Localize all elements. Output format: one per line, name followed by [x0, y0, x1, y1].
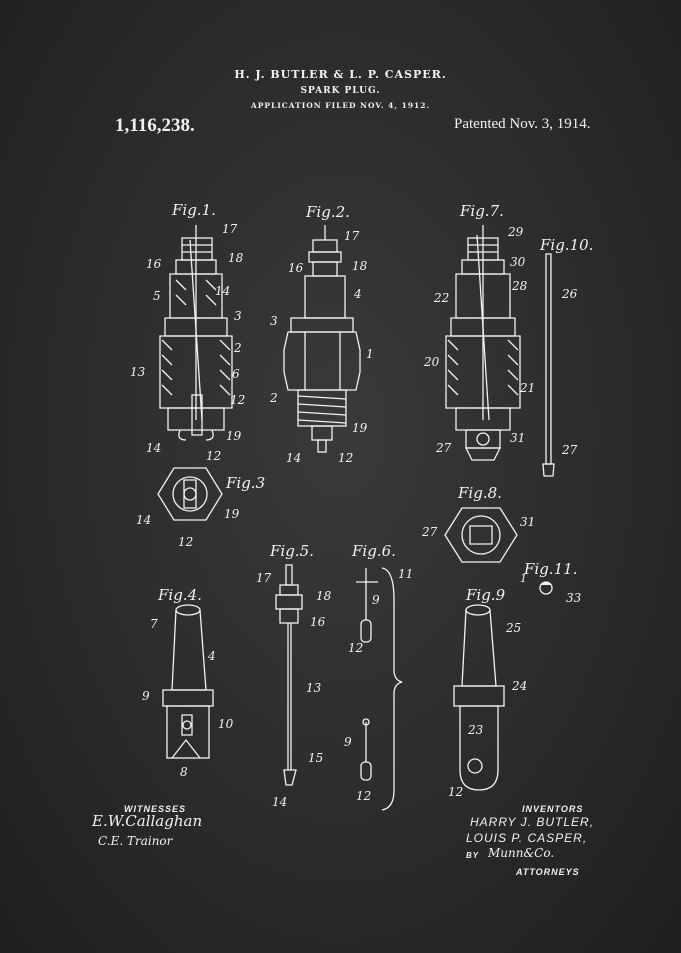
fig7-ref-31: 31: [510, 431, 525, 445]
patent-title: SPARK PLUG.: [300, 86, 381, 96]
patent-number: 1,116,238.: [115, 115, 195, 136]
fig-3-label: Fig.3: [225, 474, 265, 492]
fig11-ref-1: 1: [520, 572, 527, 585]
fig6-ref-11: 11: [398, 567, 413, 581]
patent-inventors-line: H. J. BUTLER & L. P. CASPER.: [234, 68, 447, 81]
fig10-ref-26: 26: [561, 287, 578, 301]
witness-signature-2: C.E. Trainor: [98, 834, 173, 848]
fig2-ref-17: 17: [344, 229, 360, 243]
fig-4-drawing: Fig.4. 7 4 9 10 8: [142, 586, 234, 779]
fig2-ref-12: 12: [338, 451, 353, 465]
fig1-ref-5: 5: [153, 289, 161, 303]
fig5-ref-17: 17: [256, 571, 272, 585]
fig7-ref-21: 21: [519, 381, 535, 395]
fig4-ref-8: 8: [180, 765, 188, 779]
fig-3-drawing: Fig.3 14 19 12: [136, 467, 265, 549]
inventors-label: INVENTORS: [522, 804, 584, 814]
fig5-ref-13: 13: [306, 681, 322, 695]
fig-8-label: Fig.8.: [457, 484, 502, 502]
fig-1-drawing: Fig.1. 17 18 16 5 14 3 2 6 13 12 19 14 1…: [130, 201, 245, 463]
fig5-ref-14: 14: [272, 795, 287, 809]
fig6-ref-12b: 12: [356, 789, 371, 803]
fig2-ref-4: 4: [353, 287, 362, 301]
fig3-ref-14: 14: [136, 513, 151, 527]
fig1-ref-16: 16: [146, 257, 162, 271]
fig3-ref-12: 12: [178, 535, 193, 549]
fig-7-drawing: Fig.7. 29 30 28 22 20 21 27 31: [423, 202, 535, 461]
fig2-ref-2: 2: [269, 391, 278, 405]
fig8-ref-27: 27: [421, 525, 438, 539]
fig5-ref-16: 16: [310, 615, 326, 629]
fig-6-label: Fig.6.: [351, 542, 396, 560]
fig-9-drawing: Fig.9 25 24 23 12: [448, 586, 527, 799]
fig6-ref-12: 12: [348, 641, 363, 655]
fig4-ref-9: 9: [142, 689, 150, 703]
fig-4-label: Fig.4.: [157, 586, 202, 604]
fig-2-label: Fig.2.: [305, 203, 350, 221]
fig4-ref-7: 7: [150, 617, 158, 631]
fig1-ref-3: 3: [234, 309, 242, 323]
fig1-ref-17: 17: [222, 222, 238, 236]
fig-5-drawing: Fig.5. 17 18 16 13 15 14: [256, 542, 332, 809]
application-filed: APPLICATION FILED NOV. 4, 1912.: [250, 101, 431, 110]
fig4-ref-10: 10: [218, 717, 234, 731]
fig-8-drawing: Fig.8. 27 31: [421, 484, 535, 563]
fig2-ref-18: 18: [352, 259, 368, 273]
fig4-ref-4: 4: [207, 649, 216, 663]
fig1-ref-13: 13: [130, 365, 146, 379]
attorney-signature: Munn&Co.: [488, 846, 555, 860]
fig-1-label: Fig.1.: [171, 201, 216, 219]
fig6-ref-9: 9: [372, 593, 380, 607]
fig7-ref-29: 29: [507, 225, 524, 239]
fig7-ref-27: 27: [435, 441, 452, 455]
fig-10-label: Fig.10.: [539, 236, 593, 254]
attorneys-label: ATTORNEYS: [516, 867, 580, 877]
by-label: BY: [466, 851, 480, 860]
fig-5-label: Fig.5.: [269, 542, 314, 560]
witnesses-label: WITNESSES: [124, 804, 187, 814]
fig1-ref-12: 12: [230, 393, 245, 407]
fig7-ref-20: 20: [423, 355, 440, 369]
fig-9-label: Fig.9: [465, 586, 506, 604]
fig11-ref-33: 33: [566, 591, 582, 605]
fig1-ref-14b: 14: [146, 441, 161, 455]
fig1-ref-12b: 12: [206, 449, 221, 463]
fig5-ref-15: 15: [308, 751, 323, 765]
fig2-ref-14: 14: [286, 451, 301, 465]
fig1-ref-14: 14: [215, 284, 230, 298]
fig5-ref-18: 18: [316, 589, 332, 603]
fig2-ref-1: 1: [366, 347, 374, 361]
fig-11-drawing: Fig.11. 1 33: [520, 560, 582, 605]
fig2-ref-16: 16: [288, 261, 304, 275]
fig-6-drawing: Fig.6. 11 9 12 9 12: [344, 542, 413, 811]
fig1-ref-18: 18: [228, 251, 244, 265]
fig6-ref-9b: 9: [344, 735, 352, 749]
fig1-ref-19: 19: [226, 429, 242, 443]
fig8-ref-31: 31: [520, 515, 535, 529]
fig-11-label: Fig.11.: [523, 560, 577, 578]
fig2-ref-19: 19: [352, 421, 368, 435]
fig7-ref-22: 22: [433, 291, 449, 305]
inventor-signature-1: HARRY J. BUTLER,: [470, 815, 595, 829]
fig3-ref-19: 19: [224, 507, 240, 521]
patent-date: Patented Nov. 3, 1914.: [454, 116, 591, 132]
fig7-ref-30: 30: [510, 255, 526, 269]
fig9-ref-25: 25: [505, 621, 521, 635]
fig-2-drawing: Fig.2. 17 18 16 4 3 1 2 19 14 12: [269, 203, 374, 465]
fig-7-label: Fig.7.: [459, 202, 504, 220]
fig10-ref-27: 27: [561, 443, 578, 457]
fig7-ref-28: 28: [511, 279, 528, 293]
inventor-signature-2: LOUIS P. CASPER,: [466, 831, 588, 845]
fig9-ref-12: 12: [448, 785, 463, 799]
witness-signature-1: E.W.Callaghan: [92, 812, 203, 830]
fig1-ref-6: 6: [232, 367, 240, 381]
fig1-ref-2: 2: [233, 341, 242, 355]
fig9-ref-24: 24: [511, 679, 527, 693]
fig-10-drawing: Fig.10. 26 27: [539, 236, 593, 477]
fig9-ref-23: 23: [467, 723, 484, 737]
fig2-ref-3: 3: [270, 314, 278, 328]
